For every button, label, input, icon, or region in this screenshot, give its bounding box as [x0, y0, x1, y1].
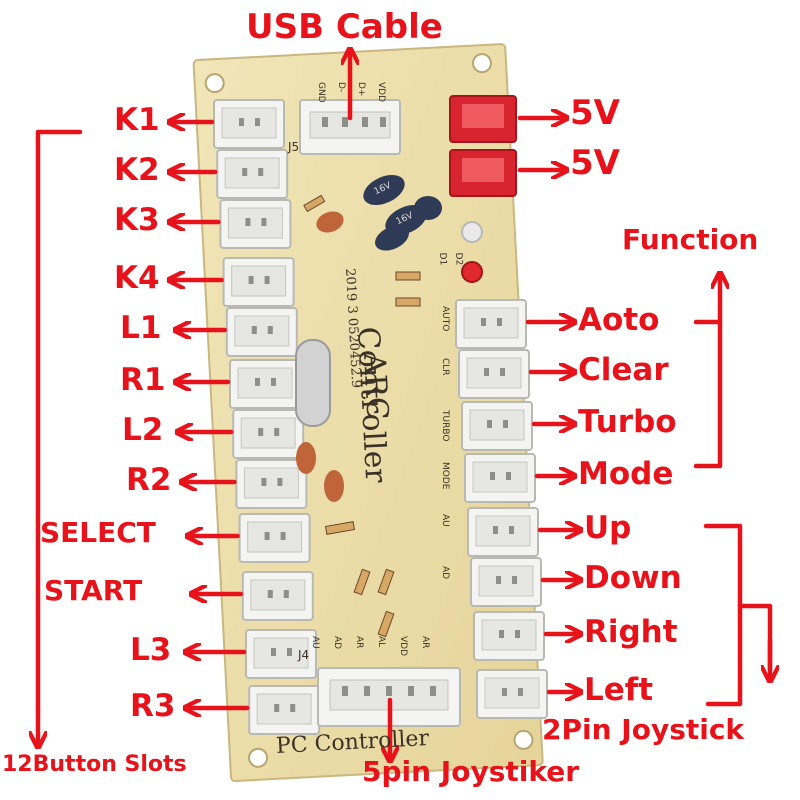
- j4-pin-0: AU: [310, 636, 320, 649]
- j4-pin-1: AD: [332, 636, 342, 650]
- usb-pin-0: GND: [316, 82, 326, 103]
- function-key-label-aoto: Aoto: [578, 302, 660, 338]
- side-pin-0: AUTO: [440, 306, 450, 332]
- function-label: Function: [622, 223, 759, 256]
- side-pin-4: AU: [440, 514, 450, 527]
- power-connector-1: [449, 95, 517, 143]
- j4-pin-5: AR: [420, 636, 430, 649]
- joystick-bracket: [703, 523, 743, 707]
- button-connectors: [213, 99, 321, 735]
- power-connector-2: [449, 149, 517, 197]
- joystick-dir-label-up: Up: [584, 510, 632, 546]
- resistors: [303, 194, 421, 638]
- right-connector-left: [476, 669, 548, 719]
- button-label-r2: R2: [126, 462, 172, 498]
- function-key-label-turbo: Turbo: [578, 404, 677, 440]
- right-connector-clear: [458, 349, 530, 399]
- j4-pin-3: AL: [376, 636, 386, 648]
- button-slots-bracket: [35, 129, 83, 713]
- d1-label: D1: [437, 252, 448, 266]
- side-pin-5: AD: [440, 566, 450, 580]
- mount-hole: [248, 747, 269, 768]
- j4-pin-4: VDD: [398, 636, 408, 657]
- right-connector-mode: [464, 453, 536, 503]
- mount-hole: [472, 53, 493, 74]
- j4-label: J4: [298, 648, 310, 662]
- two-pin-joystick-label: 2Pin Joystick: [542, 713, 745, 746]
- right-connector-up: [467, 507, 539, 557]
- button-label-l2: L2: [122, 412, 164, 448]
- button-label-r1: R1: [120, 362, 166, 398]
- joystick-dir-label-right: Right: [584, 614, 678, 650]
- right-connector-right: [473, 611, 545, 661]
- joystick-dir-label-left: Left: [584, 672, 654, 708]
- function-bracket: [693, 319, 723, 469]
- function-joystick-connectors: [455, 299, 548, 719]
- button-label-k2: K2: [114, 152, 160, 188]
- power-label-1: 5V: [570, 93, 620, 133]
- button-label-l1: L1: [120, 310, 162, 346]
- button-label-select: SELECT: [40, 516, 156, 549]
- button-label-k4: K4: [114, 260, 160, 296]
- usb-pin-3: VDD: [376, 82, 386, 103]
- leds: [461, 221, 483, 283]
- crystal: [295, 339, 331, 427]
- j4-pin-2: AR: [354, 636, 364, 649]
- button-connector-r3: [248, 685, 321, 735]
- button-connector-l3: [245, 629, 317, 679]
- right-connector-turbo: [461, 401, 533, 451]
- function-key-label-mode: Mode: [578, 456, 674, 492]
- button-connector-l2: [232, 409, 305, 459]
- usb-pin-1: D-: [336, 82, 346, 93]
- button-label-r3: R3: [130, 688, 176, 724]
- capacitors: [296, 174, 442, 502]
- j5-label: J5: [288, 140, 300, 154]
- mount-hole: [204, 73, 225, 94]
- button-label-l3: L3: [130, 632, 172, 668]
- five-pin-joystick-label: 5pin Joystiker: [362, 755, 580, 788]
- mount-hole: [513, 729, 534, 750]
- side-pin-2: TURBO: [440, 410, 450, 442]
- power-label-2: 5V: [570, 143, 620, 183]
- button-connector-r1: [229, 359, 301, 409]
- joystick-bracket-inner: [737, 603, 773, 671]
- button-connector-k4: [222, 257, 295, 307]
- button-connector-k1: [213, 99, 285, 149]
- button-connector-start: [241, 571, 314, 621]
- annotation-arrows: [38, 54, 770, 756]
- button-label-k3: K3: [114, 202, 160, 238]
- button-slots-label: 12Button Slots: [2, 752, 187, 777]
- usb-cable-label: USB Cable: [246, 7, 443, 47]
- button-connector-r2: [235, 459, 308, 509]
- button-label-k1: K1: [114, 102, 160, 138]
- d2-label: D2: [453, 252, 464, 266]
- right-connector-down: [470, 557, 542, 607]
- button-connector-k3: [219, 199, 292, 249]
- button-connector-select: [238, 513, 311, 563]
- button-connector-k2: [216, 149, 289, 199]
- right-connector-aoto: [455, 299, 527, 349]
- button-connector-l1: [225, 307, 298, 357]
- side-pin-3: MODE: [440, 462, 450, 490]
- joystick-dir-label-down: Down: [584, 560, 682, 596]
- button-label-start: START: [44, 574, 143, 607]
- usb-pin-2: D+: [356, 82, 366, 97]
- function-key-label-clear: Clear: [578, 352, 669, 388]
- side-pin-1: CLR: [440, 358, 450, 376]
